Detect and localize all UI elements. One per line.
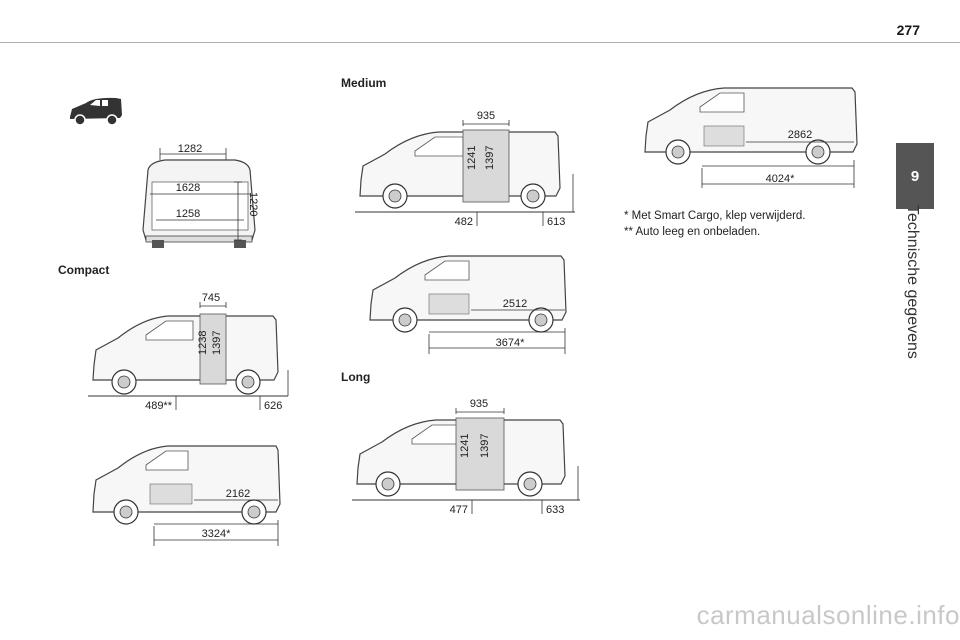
medium-side-diagram: 935 1241 1397 482 613 xyxy=(355,110,575,228)
rear-height: 1220 xyxy=(247,192,259,216)
long-side-diagram: 935 1241 1397 477 633 xyxy=(352,398,580,516)
chapter-title: Technische gegevens xyxy=(897,205,933,365)
compact-left: 489** xyxy=(145,400,173,412)
medium-outer-length: 3674* xyxy=(496,337,525,349)
long-h2: 1397 xyxy=(479,434,491,458)
medium-length-diagram: 2512 3674* xyxy=(369,255,567,354)
van-icon xyxy=(70,97,122,126)
compact-right: 626 xyxy=(264,400,282,412)
medium-h1: 1241 xyxy=(466,146,478,170)
note-empty-vehicle: ** Auto leeg en onbeladen. xyxy=(624,226,761,238)
compact-h1: 1238 xyxy=(197,331,209,355)
medium-inner-length: 2512 xyxy=(503,298,527,310)
long-left: 477 xyxy=(450,504,468,516)
page-number: 277 xyxy=(896,22,920,38)
compact-side-diagram: 745 1238 1397 489** 626 xyxy=(88,292,289,412)
chapter-title-text: Technische gegevens xyxy=(904,205,921,359)
long-inner-length: 2862 xyxy=(788,129,812,141)
rear-bottom-width: 1258 xyxy=(176,208,200,220)
compact-length-diagram: 2162 3324* xyxy=(92,445,281,546)
compact-top: 745 xyxy=(202,292,220,304)
header-rule xyxy=(0,42,960,43)
rear-mid-width: 1628 xyxy=(176,182,200,194)
medium-left: 482 xyxy=(455,216,473,228)
medium-top: 935 xyxy=(477,110,495,122)
long-right: 633 xyxy=(546,504,564,516)
section-compact: Compact xyxy=(58,263,110,277)
medium-h2: 1397 xyxy=(484,146,496,170)
long-h1: 1241 xyxy=(459,434,471,458)
section-long: Long xyxy=(341,370,371,384)
section-medium: Medium xyxy=(341,76,387,90)
compact-outer-length: 3324* xyxy=(202,528,231,540)
note-smart-cargo: * Met Smart Cargo, klep verwijderd. xyxy=(624,210,806,222)
long-outer-length: 4024* xyxy=(766,173,795,185)
long-top: 935 xyxy=(470,398,488,410)
rear-view-diagram: 1282 1628 1258 1220 xyxy=(142,143,259,248)
rear-top-width: 1282 xyxy=(178,143,202,155)
long-length-diagram: 2862 4024* xyxy=(644,87,858,188)
medium-right: 613 xyxy=(547,216,565,228)
watermark: carmanualsonline.info xyxy=(696,600,960,630)
chapter-tab: 9 xyxy=(896,143,934,209)
compact-h2: 1397 xyxy=(211,331,223,355)
compact-inner-length: 2162 xyxy=(226,488,250,500)
